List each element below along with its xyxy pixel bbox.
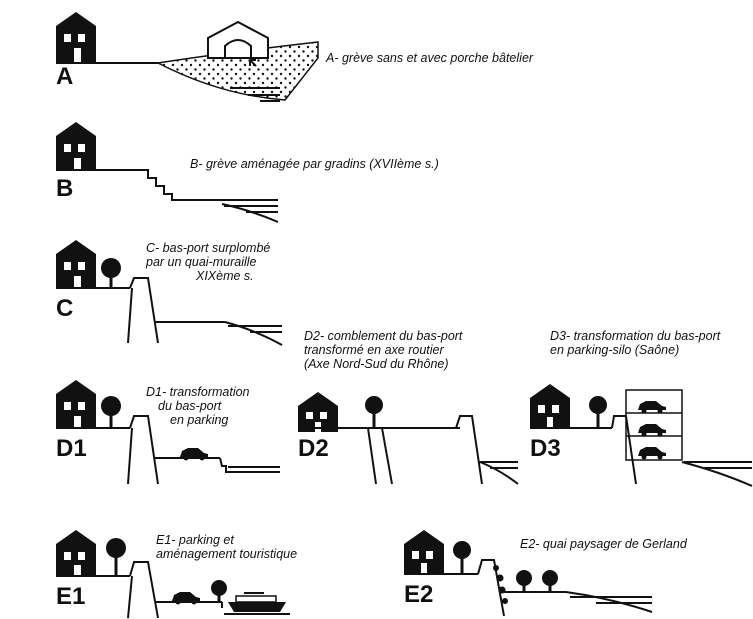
panel-label: E1 [56,583,85,610]
house-icon [404,530,444,574]
river-bed [479,461,519,485]
panel-caption: E2- quai paysager de Gerland [520,537,688,551]
panel-caption: B- grève aménagée par gradins (XVIIème s… [190,157,439,171]
tree-icon [453,541,471,574]
panel-label: C [56,295,73,322]
panel-caption: C- bas-port surplombé par un quai-murail… [145,241,274,283]
tree-icon [101,258,121,288]
panel-d3: D3 D3- transformation du bas-port en par… [530,329,753,487]
car-icon [638,424,666,437]
panel-e1: E1 E1- parking et aménagement touristiqu… [56,530,297,619]
panel-label: D2 [298,435,329,462]
quay-wall-inner [127,287,133,344]
panel-label: B [56,175,73,202]
tree-icon [589,396,607,428]
quay-wall [129,561,159,619]
quay-wall-inner [127,427,133,485]
water-lines [478,461,518,469]
panel-e2: E2 E2- quai paysager de Gerland [404,530,688,617]
tree-icon [106,538,126,576]
panel-c: C C- bas-port surplombé par un quai-mura… [56,240,283,346]
panel-caption: D2- comblement du bas-port transformé en… [304,329,466,371]
quay-wall [477,559,505,617]
quay-wall [129,415,159,485]
panel-caption: D1- transformation du bas-port en parkin… [146,385,253,427]
panel-label: A [56,63,73,90]
quay-wall-inner [127,575,133,619]
stepped-bank [56,169,278,201]
water-lines [684,461,752,469]
panel-d1: D1 D1- transformation du bas-port en par… [56,380,280,485]
lower-quay [219,457,280,473]
house-icon [298,392,338,432]
house-icon [56,12,96,62]
car-icon [638,401,666,414]
car-icon [172,592,200,605]
panel-a: A A- grève sans et avec porche bâtelier [56,12,534,102]
house-icon [56,380,96,428]
tree-icon [542,570,558,592]
house-icon [56,240,96,288]
boat-porch-icon [207,20,269,67]
panel-label: D1 [56,435,87,462]
panel-b: B B- grève aménagée par gradins (XVIIème… [56,122,439,223]
quay-wall [455,415,483,485]
house-icon [56,530,96,576]
water-lines [224,205,278,213]
car-icon [638,447,666,460]
car-icon [180,448,208,461]
water-lines [228,325,282,333]
panel-caption: A- grève sans et avec porche bâtelier [325,51,534,65]
quay-wall [611,415,637,485]
wall-left [367,427,377,485]
panel-label: E2 [404,581,433,608]
tree-icon [516,570,532,592]
panel-caption: D3- transformation du bas-port en parkin… [550,329,724,357]
panel-label: D3 [530,435,561,462]
quay-wall [129,277,159,344]
tree-icon [365,396,383,428]
vegetation-icon [493,565,508,604]
panel-d2: D2 D2- comblement du bas-port transformé… [298,329,519,485]
panel-caption: E1- parking et aménagement touristique [156,533,297,561]
house-icon [56,122,96,170]
parking-silo [625,389,683,461]
river-bed [565,591,653,613]
tree-icon [211,580,227,602]
water-lines [570,596,652,604]
tree-icon [101,396,121,428]
house-icon [530,384,570,428]
water-lines [230,87,280,102]
tourist-boat-icon [228,592,286,612]
wall-mid [381,427,393,485]
river-bed [681,461,753,487]
